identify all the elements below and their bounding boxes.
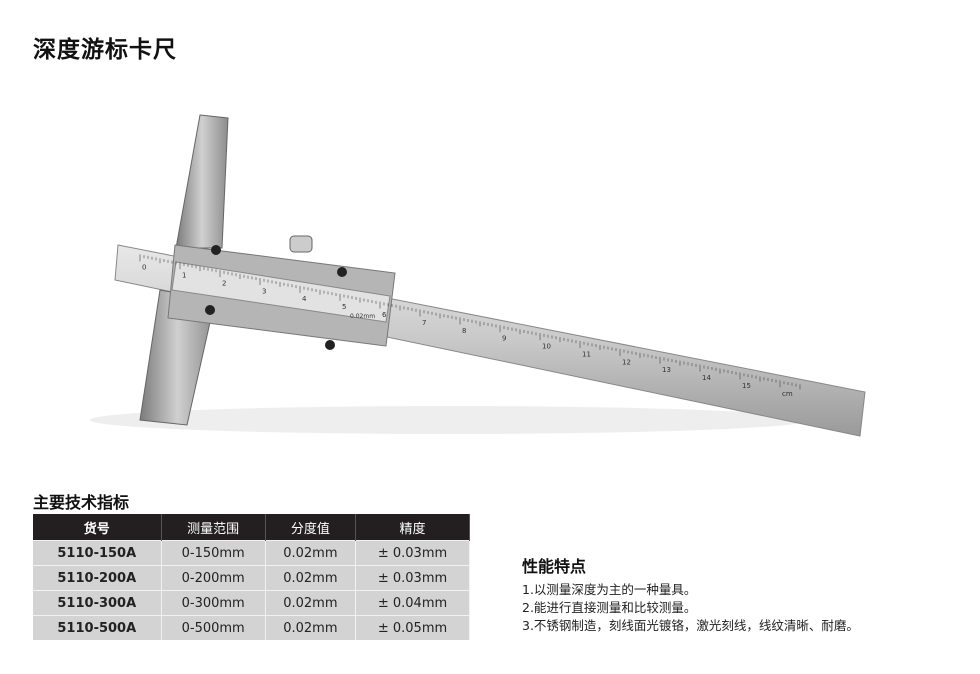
scale-label: 2 [222,279,226,287]
column-header: 货号 [33,514,162,541]
scale-label: 8 [462,327,466,335]
page-title: 深度游标卡尺 [33,37,177,63]
scale-label: 3 [262,287,266,295]
screw-heads [205,245,347,350]
column-header: 测量范围 [161,514,266,541]
table-cell: 0.02mm [265,540,357,566]
features-section: 性能特点 1.以测量深度为主的一种量具。 2.能进行直接测量和比较测量。 3.不… [522,553,859,635]
table-cell: ± 0.04mm [355,590,470,616]
table-cell: 0-300mm [161,590,266,616]
column-header: 分度值 [265,514,357,541]
upper-blade [175,114,229,249]
table-cell: 5110-300A [33,590,162,616]
column-header: 精度 [355,514,470,541]
scale-label: 13 [662,366,671,374]
scale-label: 7 [422,319,426,327]
table-header-row: 货号 测量范围 分度值 精度 [33,514,470,541]
vernier-note: 0.02mm [350,313,375,320]
table-cell: 0-150mm [161,540,266,566]
table-cell: 5110-150A [33,540,162,566]
table-cell: 5110-500A [33,615,162,640]
lock-screw [289,235,313,253]
table-cell: ± 0.05mm [355,615,470,640]
table-cell: 0.02mm [265,565,357,591]
table-cell: 0.02mm [265,615,357,640]
scale-label: 11 [582,350,591,358]
scale-label: 5 [342,303,346,311]
feature-item: 2.能进行直接测量和比较测量。 [522,600,697,615]
features-heading: 性能特点 [522,557,587,576]
scale-label: 15 [742,382,751,390]
scale-label: 14 [702,374,711,382]
table-cell: ± 0.03mm [355,540,470,566]
scale-label: 4 [302,295,307,303]
scale-label: 12 [622,358,631,366]
scale-label: 0 [142,264,146,272]
scale-label: 1 [182,272,186,280]
scale-label: cm [782,390,793,398]
scale-label: 9 [502,335,506,343]
table-cell: 0-500mm [161,615,266,640]
feature-item: 1.以测量深度为主的一种量具。 [522,582,697,597]
shadow [90,406,810,434]
table-cell: ± 0.03mm [355,565,470,591]
vernier-plate [171,261,391,323]
table-cell: 0.02mm [265,590,357,616]
scale-label: 10 [542,343,551,351]
specs-heading: 主要技术指标 [33,493,130,512]
table-cell: 5110-200A [33,565,162,591]
scale-label: 6 [382,311,387,319]
scale-ticks [139,254,801,390]
feature-item: 3.不锈钢制造，刻线面光镀铬，激光刻线，线纹清晰、耐磨。 [522,618,859,633]
table-cell: 0-200mm [161,565,266,591]
